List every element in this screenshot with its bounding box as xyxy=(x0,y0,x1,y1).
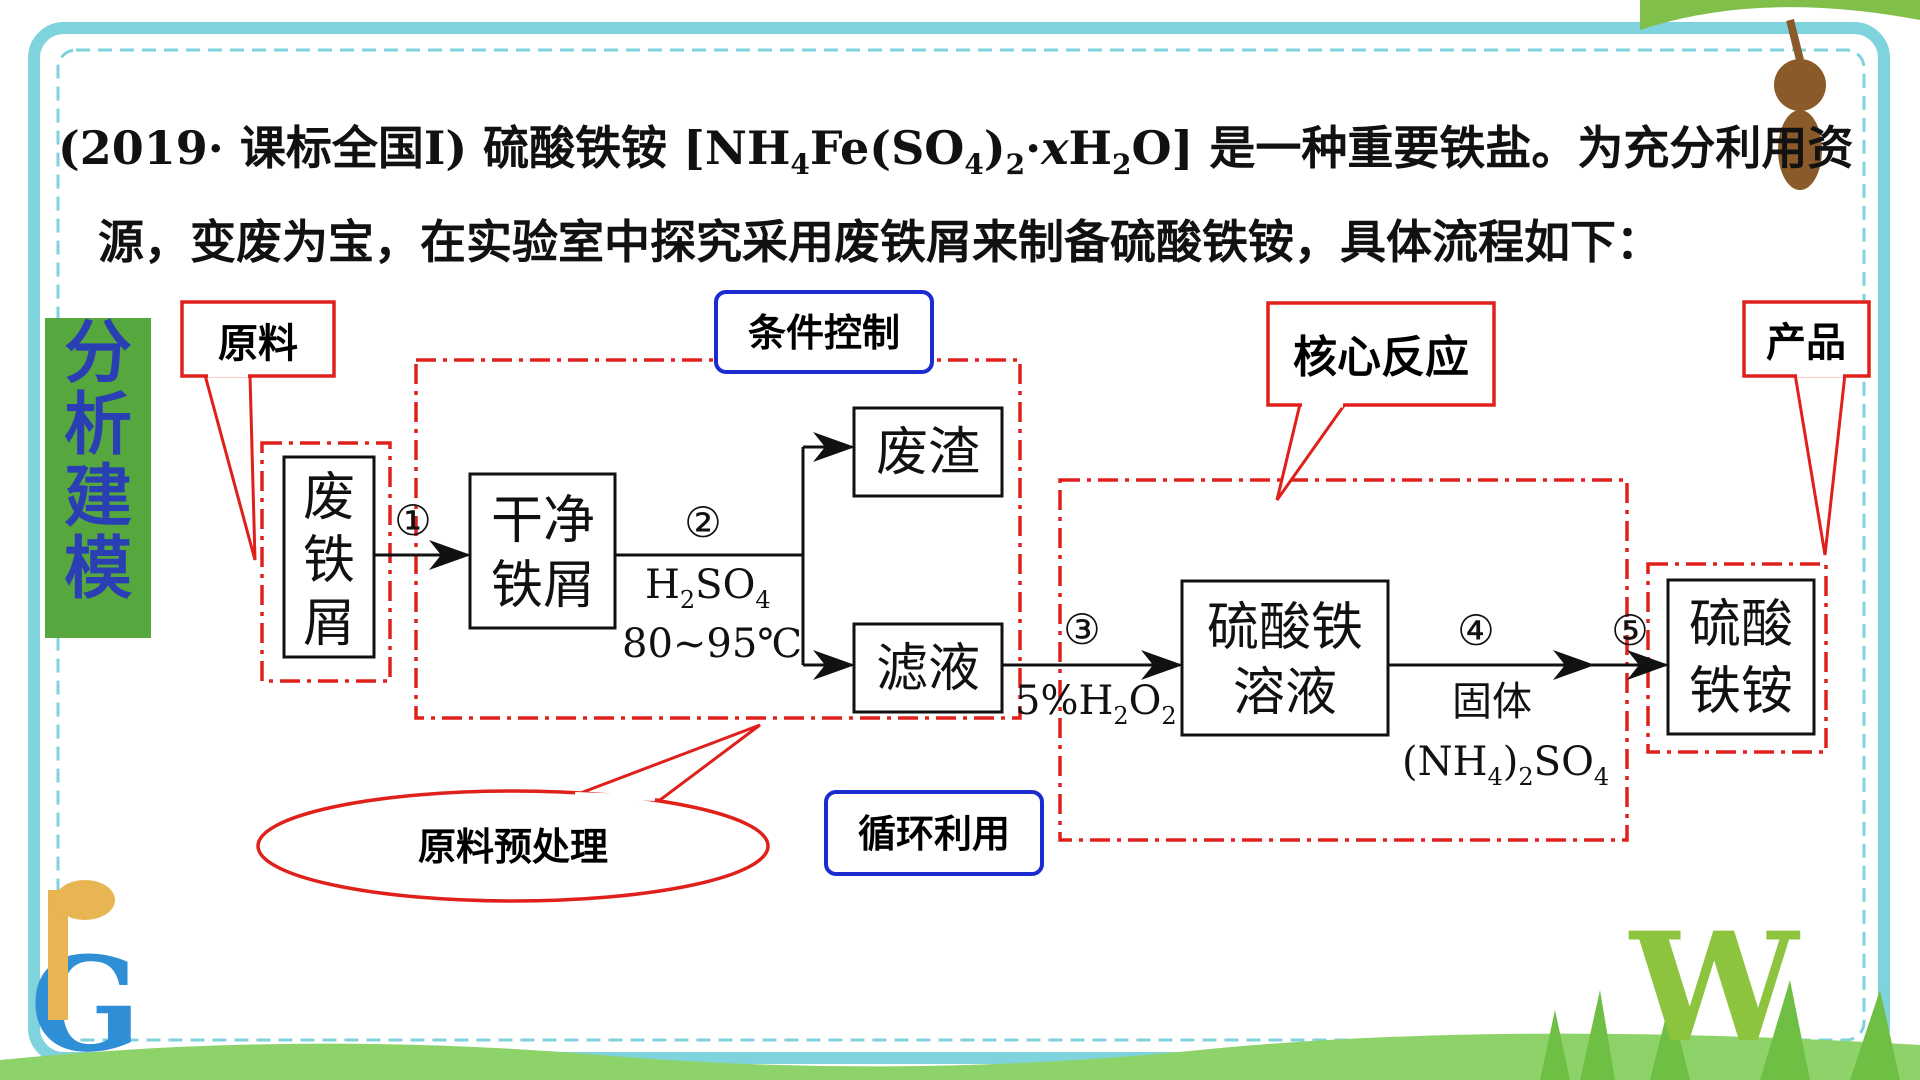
q1-part: Fe(SO xyxy=(809,121,965,175)
q1-sub: 2 xyxy=(1005,148,1026,182)
question-line-2: 源，变废为宝，在实验室中探究采用废铁屑来制备硫酸铁铵，具体流程如下： xyxy=(98,215,1662,269)
q1-part: O] 是一种重要铁盐。为充分利用资 xyxy=(1131,121,1854,175)
reagent-solid-label: 固体 xyxy=(1452,679,1532,725)
q1-sub: 4 xyxy=(964,148,984,182)
step-1-label: ① xyxy=(394,496,432,545)
sidebar-char: 分 xyxy=(63,314,132,393)
region-pretreat xyxy=(414,358,1022,720)
callout-condition-control: 条件控制 xyxy=(714,290,934,374)
box-scrap-char: 铁 xyxy=(303,531,355,591)
sidebar-char: 模 xyxy=(63,530,132,609)
reagent-h2o2: 5%H2O2 xyxy=(1015,678,1177,730)
callout-raw-material-text: 原料 xyxy=(218,321,298,367)
step-2-label: ② xyxy=(684,498,722,547)
box-residue-text: 废渣 xyxy=(876,423,980,483)
callout-core-reaction-text: 核心反应 xyxy=(1293,332,1469,383)
step-5-label: ⑤ xyxy=(1611,606,1649,655)
box-clean-text: 干净 xyxy=(491,491,595,551)
callout-recycling: 循环利用 xyxy=(824,790,1044,876)
box-clean-text: 铁屑 xyxy=(491,556,595,616)
q1-sub: 4 xyxy=(790,148,810,182)
box-clean xyxy=(468,472,617,630)
box-solution-text: 溶液 xyxy=(1233,663,1337,723)
box-product-text: 硫酸 xyxy=(1689,595,1793,655)
callout-pretreatment: 原料预处理 xyxy=(256,723,770,903)
q1-sub: 2 xyxy=(1112,148,1132,182)
box-scrap-char: 废 xyxy=(303,468,355,528)
step-3-label: ③ xyxy=(1063,605,1101,654)
box-residue xyxy=(852,406,1004,498)
svg-text:W: W xyxy=(1628,900,1801,1076)
box-filtrate xyxy=(852,622,1004,714)
callout-condition-control-text: 条件控制 xyxy=(748,311,900,355)
box-scrap-char: 屑 xyxy=(303,594,355,654)
sidebar-char: 析 xyxy=(63,386,132,465)
callout-raw-material: 原料 xyxy=(180,300,336,561)
callout-product: 产品 xyxy=(1742,300,1871,556)
reagent-nh4-2so4: (NH4)2SO4 xyxy=(1402,739,1609,791)
q1-part: ) xyxy=(983,121,1006,175)
q1-x: x xyxy=(1041,121,1069,175)
q1-part: · xyxy=(1025,121,1042,175)
reagent-temperature: 80~95℃ xyxy=(622,621,802,667)
region-raw xyxy=(260,441,392,683)
box-solution-text: 硫酸铁 xyxy=(1207,598,1363,658)
callout-product-text: 产品 xyxy=(1766,320,1846,366)
q1-part: H xyxy=(1068,121,1113,175)
q1-part: (2019· 课标全国Ⅰ) 硫酸铁铵 [NH xyxy=(58,121,791,175)
box-scrap xyxy=(282,455,376,659)
region-core xyxy=(1058,478,1629,842)
box-product-text: 铁铵 xyxy=(1689,662,1793,722)
callout-recycling-text: 循环利用 xyxy=(858,812,1010,856)
callout-core-reaction: 核心反应 xyxy=(1266,301,1496,501)
analysis-modeling-label: 分 析 建 模 xyxy=(45,318,151,638)
box-solution xyxy=(1180,579,1390,737)
callout-pretreatment-text: 原料预处理 xyxy=(418,825,608,869)
sidebar-char: 建 xyxy=(63,458,132,537)
reagent-h2so4: H2SO4 xyxy=(645,562,771,614)
step-4-label: ④ xyxy=(1457,606,1495,655)
box-filtrate-text: 滤液 xyxy=(876,639,980,699)
question-line-1: (2019· 课标全国Ⅰ) 硫酸铁铵 [NH4Fe(SO4)2·xH2O] 是一… xyxy=(58,112,1853,181)
